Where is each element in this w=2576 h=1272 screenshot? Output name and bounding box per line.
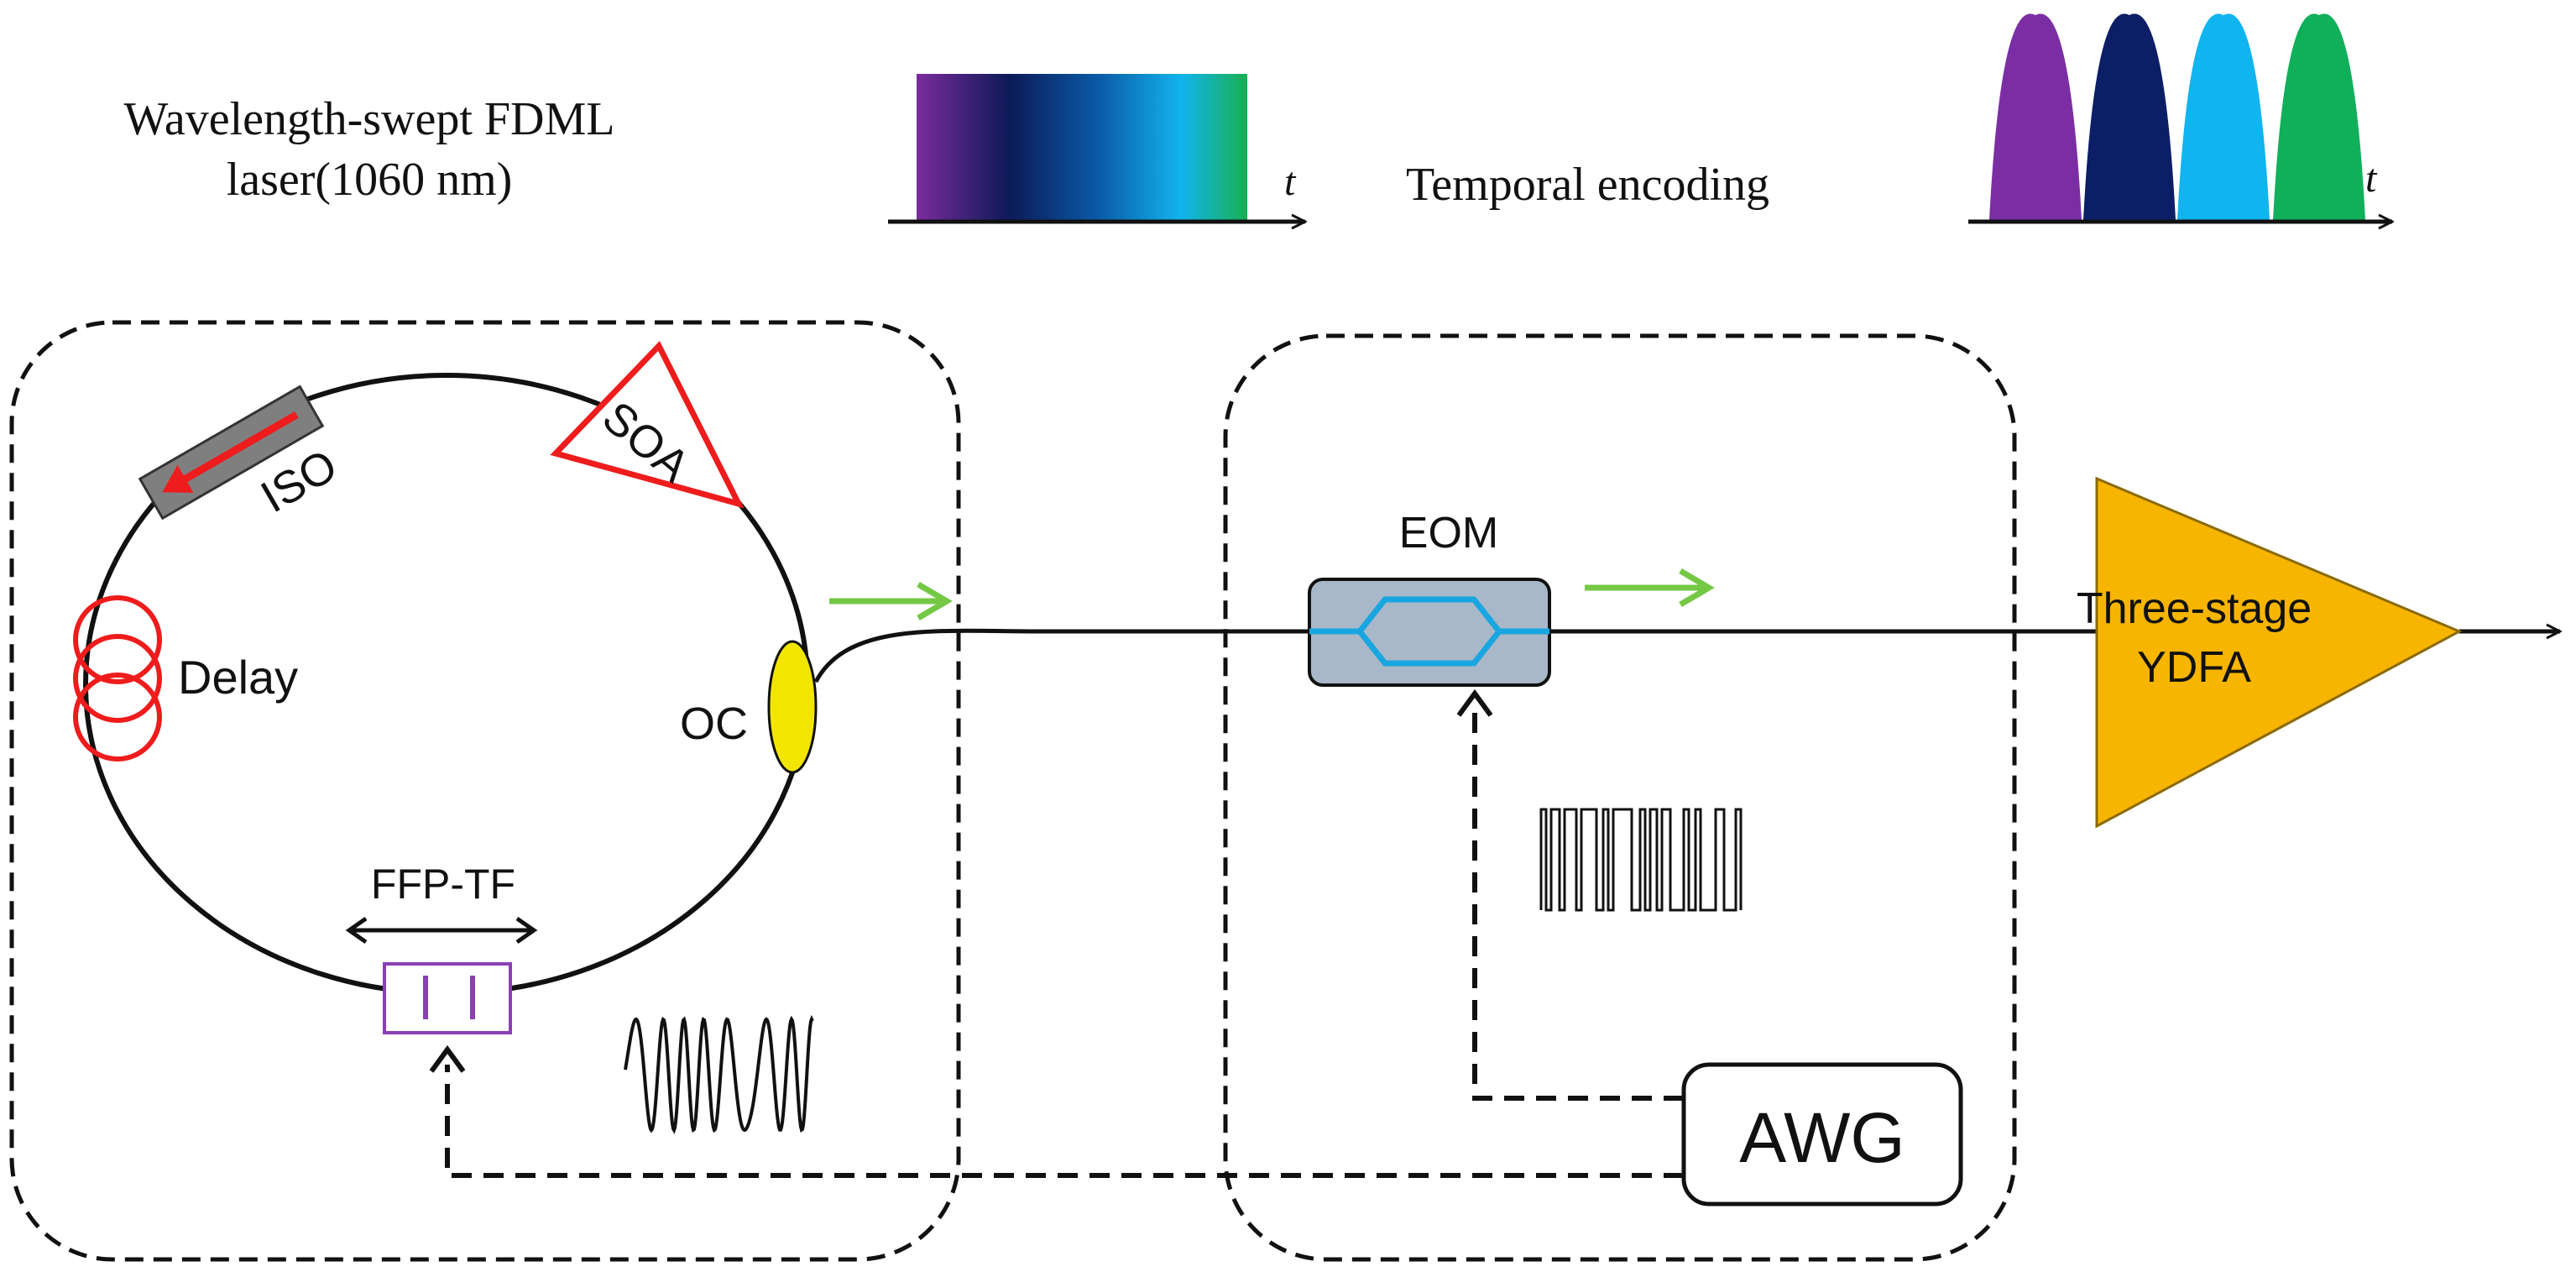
awg-to-filter-arrow-icon bbox=[429, 1044, 466, 1073]
isolator bbox=[138, 385, 325, 521]
output-coupler-label: OC bbox=[680, 699, 748, 749]
pulse-1 bbox=[1989, 13, 2082, 220]
filter-body bbox=[383, 962, 512, 1034]
temporal-encoding-inset: t bbox=[1968, 13, 2392, 222]
temporal-encoding-label: Temporal encoding bbox=[1406, 159, 1769, 211]
wavelength-sweep-inset: t bbox=[888, 74, 1305, 222]
pulse-time-axis-label: t bbox=[2365, 156, 2378, 201]
eom-drive-waveform bbox=[1539, 808, 1743, 912]
pulse-2 bbox=[2083, 13, 2176, 220]
isolator-arrow-icon bbox=[175, 411, 299, 488]
eom-label: EOM bbox=[1399, 509, 1498, 557]
sweep-gradient-bar bbox=[917, 74, 1247, 220]
soa-triangle bbox=[550, 341, 745, 509]
filter-label: FFP-TF bbox=[371, 861, 515, 908]
delay-coil-icon bbox=[73, 595, 162, 762]
sweep-time-axis-label: t bbox=[1284, 160, 1297, 204]
laser-cavity-box bbox=[9, 320, 961, 1262]
delay-label: Delay bbox=[178, 651, 298, 704]
modulator-box bbox=[1223, 333, 2017, 1262]
propagation-arrow-1-icon bbox=[829, 581, 953, 621]
ydfa-label-line2: YDFA bbox=[2137, 643, 2251, 692]
pulse-4 bbox=[2273, 13, 2365, 220]
filter-tuning-arrow-left-icon bbox=[345, 916, 368, 945]
filter-drive-waveform bbox=[624, 1014, 814, 1134]
propagation-arrow-2-icon bbox=[1585, 568, 1715, 608]
isolator-arrow-head bbox=[162, 464, 194, 493]
ydfa-amplifier bbox=[2095, 476, 2463, 829]
pulse-3 bbox=[2177, 13, 2270, 220]
awg-box bbox=[1681, 1062, 1963, 1207]
output-coupler bbox=[767, 640, 818, 774]
awg-to-filter-control-line bbox=[445, 1065, 1684, 1178]
filter-tuning-arrow-right-icon bbox=[515, 916, 538, 945]
output-fiber bbox=[813, 628, 2107, 683]
laser-title-line2: laser(1060 nm) bbox=[227, 154, 513, 206]
awg-to-eom-control-line bbox=[1472, 705, 1684, 1101]
ydfa-label-line1: Three-stage bbox=[2077, 584, 2312, 633]
laser-title-line1: Wavelength-swept FDML bbox=[124, 93, 615, 145]
awg-to-eom-arrow-icon bbox=[1456, 688, 1493, 717]
eom-waveguide bbox=[1309, 596, 1549, 667]
awg-label: AWG bbox=[1739, 1098, 1905, 1177]
